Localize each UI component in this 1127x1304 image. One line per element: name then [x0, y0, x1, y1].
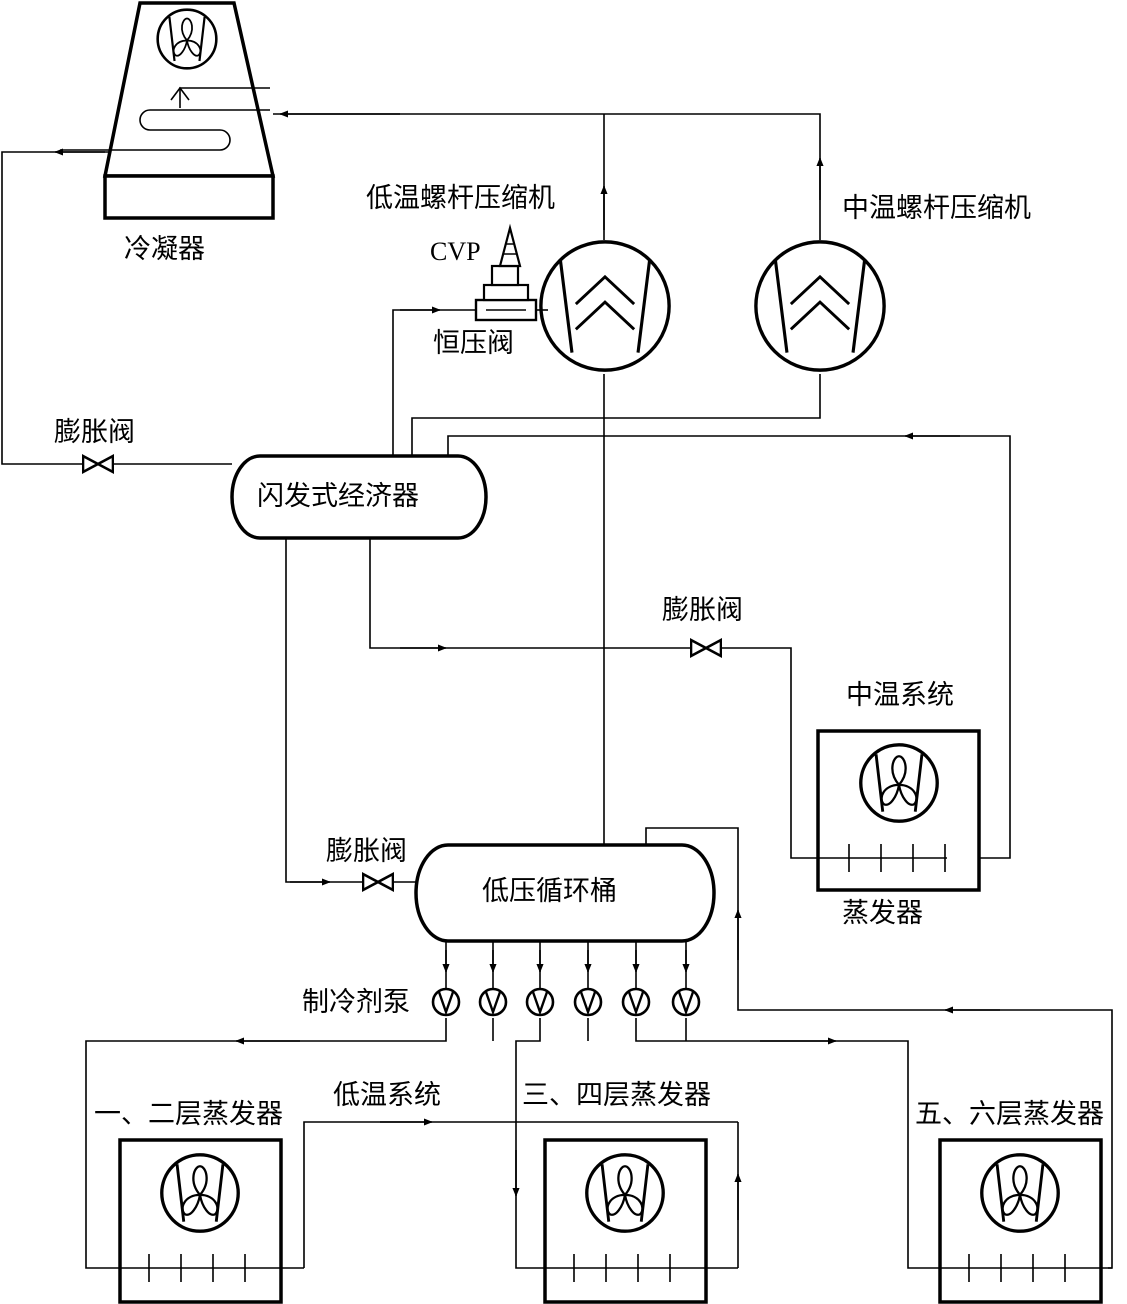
evaporator-floors-5-6: [938, 1138, 1112, 1304]
pump-icon: [525, 987, 555, 1017]
liquid-line: [1, 151, 232, 465]
evaporator-5-6-label: 五、六层蒸发器: [915, 1099, 1104, 1130]
mid-temp-compressor-icon: [754, 240, 886, 372]
low-pressure-drum-label: 低压循环桶: [482, 876, 617, 907]
evaporator-fan-icon: [859, 743, 939, 823]
evaporator-3-4-label: 三、四层蒸发器: [522, 1080, 711, 1111]
expansion-valve-mid-label: 膨胀阀: [662, 595, 743, 626]
condenser-label: 冷凝器: [124, 234, 205, 265]
expansion-valve-icon: [690, 638, 722, 658]
flash-economizer-label: 闪发式经济器: [257, 481, 419, 512]
expansion-valve-low-label: 膨胀阀: [326, 836, 407, 867]
flash-economizer: [230, 454, 488, 540]
evaporator-fan-icon: [585, 1153, 665, 1233]
low-temp-compressor-icon: [539, 240, 671, 372]
mid-temp-system-label: 中温系统: [846, 680, 954, 711]
evaporator-fan-icon: [160, 1153, 240, 1233]
expansion-valve-top-label: 膨胀阀: [54, 417, 135, 448]
evaporator-floors-3-4: [515, 1138, 738, 1304]
pressure-valve-icon: [474, 223, 538, 322]
expansion-valve-icon: [362, 872, 394, 892]
condenser-fan-icon: [156, 8, 218, 70]
condenser-unit: [60, 1, 276, 220]
evaporator-floors-1-2: [118, 1138, 304, 1304]
expansion-valve-icon: [82, 454, 114, 474]
pump-drops: [442, 941, 690, 989]
pump-icon: [671, 987, 701, 1017]
discharge-line: [273, 113, 821, 240]
pump-icon: [621, 987, 651, 1017]
low-temp-system-label: 低温系统: [333, 1080, 441, 1111]
pump-icon: [573, 987, 603, 1017]
cvp-label: CVP: [430, 237, 481, 266]
pump-icon: [478, 987, 508, 1017]
refrigerant-pump-label: 制冷剂泵: [302, 987, 410, 1018]
mid-temp-compressor-label: 中温螺杆压缩机: [842, 193, 1031, 224]
evaporator-1-2-label: 一、二层蒸发器: [94, 1099, 283, 1130]
low-pressure-drum: [414, 843, 716, 943]
low-temp-compressor-label: 低温螺杆压缩机: [366, 183, 555, 214]
pump-icon: [431, 987, 461, 1017]
constant-pressure-valve-label: 恒压阀: [433, 328, 514, 359]
mid-evaporator-label: 蒸发器: [842, 898, 923, 929]
evaporator-fan-icon: [980, 1153, 1060, 1233]
